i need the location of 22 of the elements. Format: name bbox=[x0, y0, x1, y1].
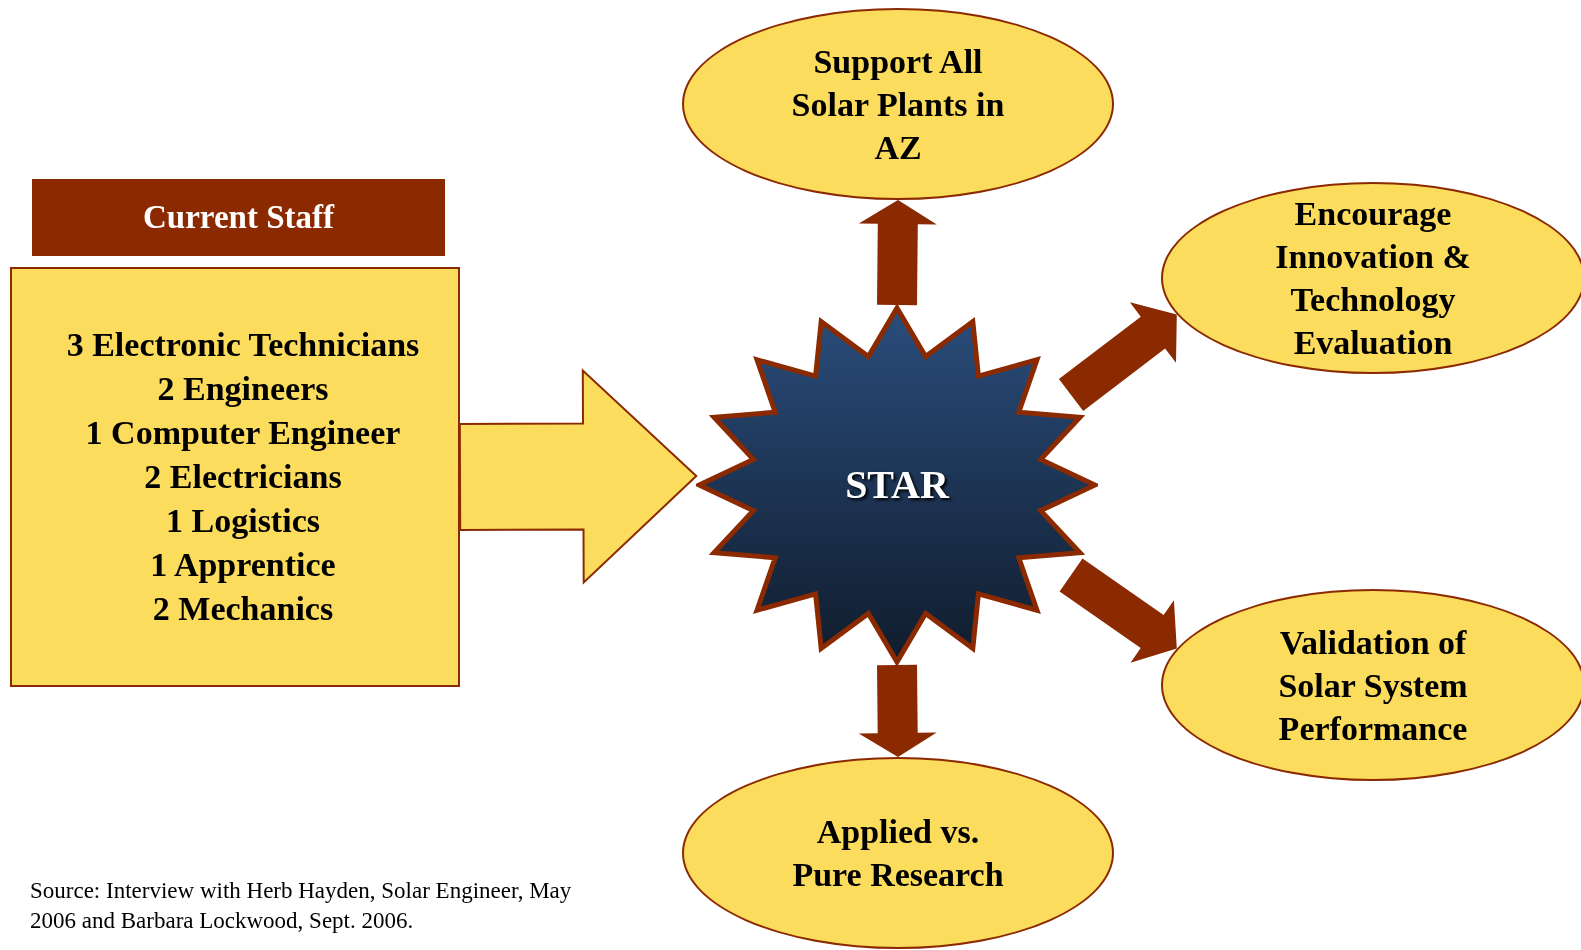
header-text: Current Staff bbox=[143, 197, 334, 237]
block-arrow bbox=[1058, 302, 1177, 411]
staff-item: 2 Electricians bbox=[144, 457, 342, 497]
goal-text: Encourage Innovation & Technology Evaluation bbox=[1274, 194, 1472, 363]
star-label: STAR bbox=[845, 461, 949, 509]
staff-item: 1 Logistics bbox=[166, 501, 320, 541]
block-arrow bbox=[1059, 558, 1177, 663]
block-arrow bbox=[858, 664, 937, 757]
goal-text: Validation of Solar System Performance bbox=[1277, 622, 1469, 749]
block-arrow bbox=[458, 368, 698, 585]
staff-item: 1 Apprentice bbox=[150, 545, 336, 585]
header-bar bbox=[32, 179, 445, 256]
block-arrow bbox=[858, 200, 937, 306]
staff-item: 1 Computer Engineer bbox=[85, 413, 401, 453]
staff-item: 2 Engineers bbox=[157, 369, 329, 409]
star-burst bbox=[696, 305, 1098, 665]
source-caption: Source: Interview with Herb Hayden, Solar Engineer, May 2006 and Barbara Lockwood, Sept. 2006. bbox=[30, 877, 573, 935]
staff-item: 3 Electronic Technicians bbox=[66, 325, 420, 365]
staff-item: 2 Mechanics bbox=[152, 589, 334, 629]
staff-box bbox=[10, 267, 460, 687]
goal-text: Applied vs. Pure Research bbox=[791, 812, 1005, 895]
goal-text: Support All Solar Plants in AZ bbox=[790, 41, 1006, 168]
